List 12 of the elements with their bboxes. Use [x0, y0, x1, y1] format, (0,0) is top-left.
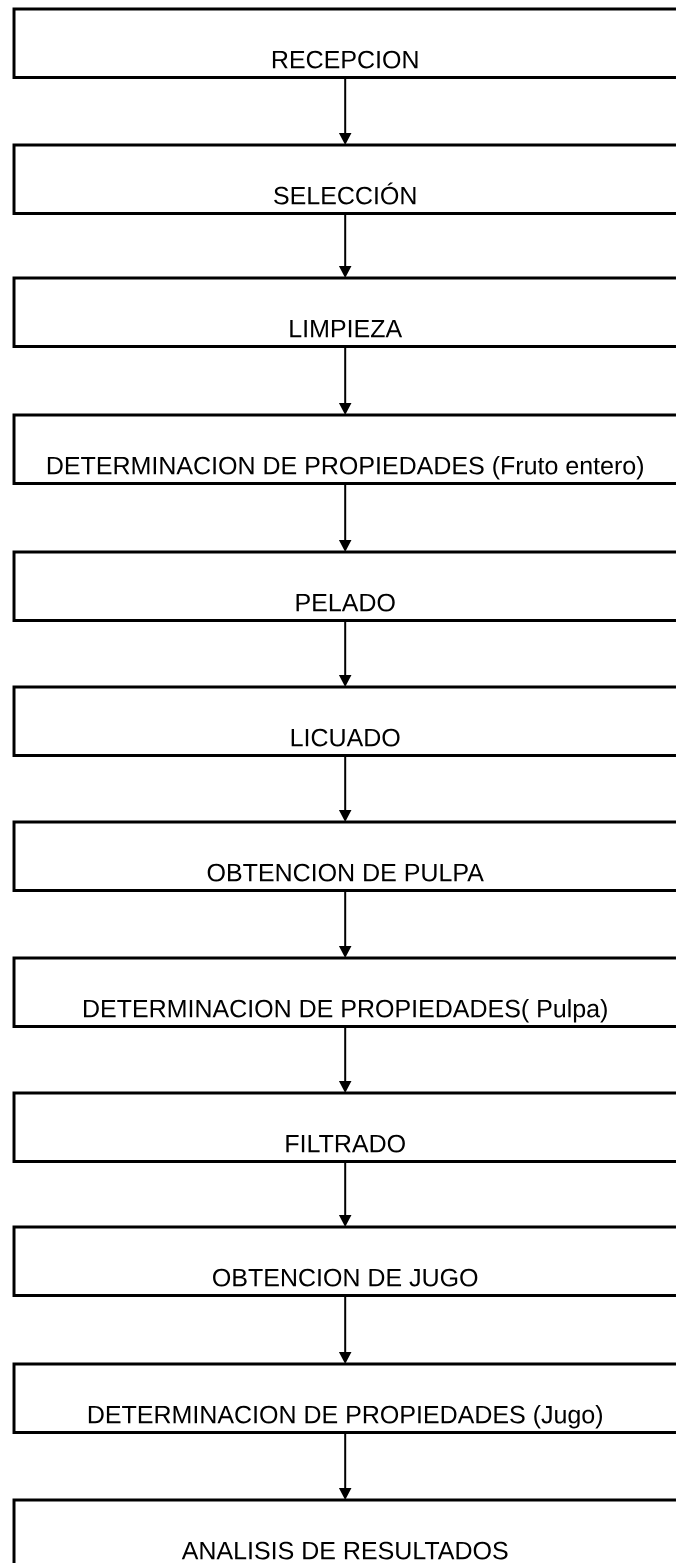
process-box: DETERMINACION DE PROPIEDADES( Pulpa): [12, 956, 676, 1028]
process-box: OBTENCION DE PULPA: [12, 820, 676, 892]
process-box: LICUADO: [12, 685, 676, 757]
process-box: RECEPCION: [12, 7, 676, 79]
process-box: OBTENCION DE JUGO: [12, 1225, 676, 1297]
process-box: SELECCIÓN: [12, 143, 676, 215]
process-box: PELADO: [12, 550, 676, 622]
process-box: FILTRADO: [12, 1091, 676, 1163]
process-box: DETERMINACION DE PROPIEDADES (Fruto entero): [12, 413, 676, 485]
process-box: LIMPIEZA: [12, 276, 676, 348]
process-box: DETERMINACION DE PROPIEDADES (Jugo): [12, 1362, 676, 1434]
process-box: ANALISIS DE RESULTADOS: [12, 1498, 676, 1563]
